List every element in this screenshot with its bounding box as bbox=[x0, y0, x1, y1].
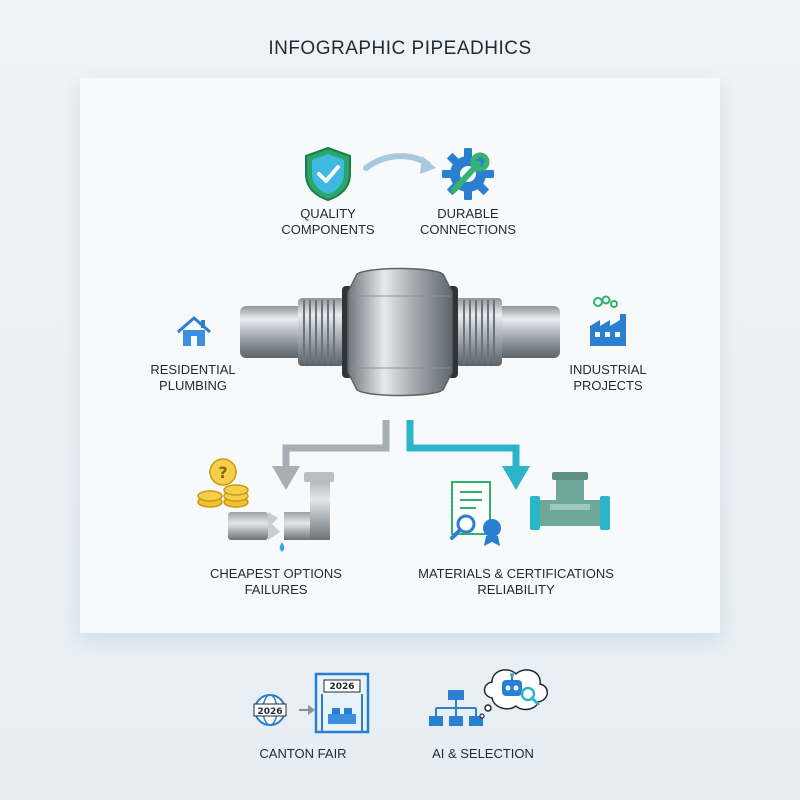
pipe-coupling-icon bbox=[240, 267, 560, 397]
teal-arrow-icon bbox=[406, 420, 530, 490]
broken-pipe-icon bbox=[228, 472, 334, 552]
gray-arrow-icon bbox=[272, 420, 390, 490]
globe-icon: 2026 bbox=[253, 694, 287, 726]
house-icon bbox=[177, 316, 211, 346]
svg-text:?: ? bbox=[218, 463, 227, 482]
factory-icon bbox=[590, 295, 626, 346]
small-arrow-icon bbox=[299, 705, 315, 715]
tee-fitting-icon bbox=[530, 472, 610, 530]
shield-check-icon bbox=[305, 146, 351, 202]
certificate-icon bbox=[450, 481, 501, 546]
ai-selection-label: AI & SELECTION bbox=[432, 746, 534, 761]
canton-fair-label: CANTON FAIR bbox=[259, 746, 347, 761]
globe-year-text: 2026 bbox=[257, 707, 282, 717]
flow-arrow-icon bbox=[363, 153, 436, 174]
page-title: INFOGRAPHIC PIPEADHICS bbox=[268, 38, 532, 59]
gear-wrench-icon bbox=[442, 148, 494, 200]
flowchart-icon bbox=[429, 690, 483, 726]
robot-thought-icon bbox=[479, 669, 548, 719]
coins-icon: ? bbox=[197, 458, 249, 508]
exhibition-booth-icon: 2026 bbox=[314, 672, 370, 734]
booth-year-text: 2026 bbox=[329, 682, 354, 692]
